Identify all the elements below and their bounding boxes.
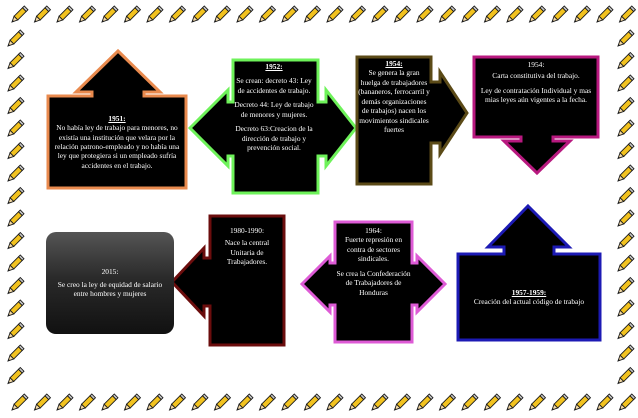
event-1980-heading: 1980-1990: <box>230 226 264 235</box>
event-1964: 1964: Fuerte represión en contra de sect… <box>336 226 411 338</box>
event-1951: 1951: No había ley de trabajo para menor… <box>54 100 180 184</box>
event-1964-repression: Fuerte represión en contra de sectores s… <box>345 235 402 263</box>
event-1954-charter: 1954: Carta constitutiva del trabajo. Le… <box>477 60 595 134</box>
event-1954-strike-text: Se genera la gran huelga de trabajadores… <box>358 68 430 134</box>
event-1964-heading: 1964: <box>365 226 382 235</box>
event-1951-heading: 1951: <box>108 114 125 123</box>
event-1952-heading: 1952: <box>265 62 282 71</box>
event-1952-decree-63: Decreto 63:Creacion de la dirección de t… <box>232 124 316 152</box>
event-1954-charter-heading: 1954: <box>528 60 545 69</box>
event-1980-1990: 1980-1990: Nace la central Unitaria de T… <box>212 226 282 306</box>
event-1954-charter-text: Carta constitutiva del trabajo. <box>477 71 595 80</box>
event-1964-confederation: Se crea la Confederación de Trabajadores… <box>336 269 411 297</box>
event-1954-strike-heading: 1954: <box>385 59 402 68</box>
event-1954-strike: 1954: Se genera la gran huelga de trabaj… <box>358 59 430 182</box>
event-2015-text: Se creo la ley de equidad de salario ent… <box>52 280 168 299</box>
event-1952-decree-43: Se crean: decreto 43: Ley de accidentes … <box>232 76 316 95</box>
event-1957-text: Creación del actual código de trabajo <box>474 297 584 306</box>
event-2015: 2015: Se creo la ley de equidad de salar… <box>52 238 168 328</box>
event-1951-text: No había ley de trabajo para menores, no… <box>55 123 180 170</box>
event-1954-charter-laws: Ley de contratación Individual y mas mia… <box>477 86 595 105</box>
event-1957-1959: 1957-1959: Creación del actual código de… <box>462 258 596 336</box>
event-1952: 1952: Se crean: decreto 43: Ley de accid… <box>232 62 316 190</box>
event-1957-heading: 1957-1959: <box>512 288 547 297</box>
event-1980-text: Nace la central Unitaria de Trabajadores… <box>212 238 282 266</box>
event-2015-heading: 2015: <box>102 267 119 276</box>
event-1952-decree-44: Decreto 44: Ley de trabajo de menores y … <box>232 100 316 119</box>
